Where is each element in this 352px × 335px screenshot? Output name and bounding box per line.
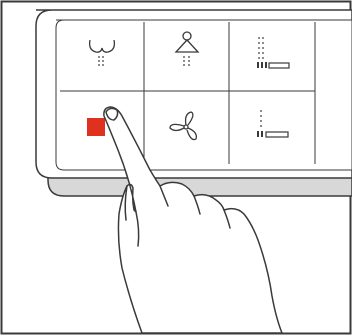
posterior-wash-button[interactable]	[60, 23, 143, 90]
wash-position-button[interactable]	[230, 92, 314, 164]
stop-icon	[87, 118, 105, 136]
feminine-wash-button[interactable]	[145, 23, 228, 90]
wash-pressure-button[interactable]	[230, 23, 314, 90]
dryer-button[interactable]	[145, 92, 228, 164]
